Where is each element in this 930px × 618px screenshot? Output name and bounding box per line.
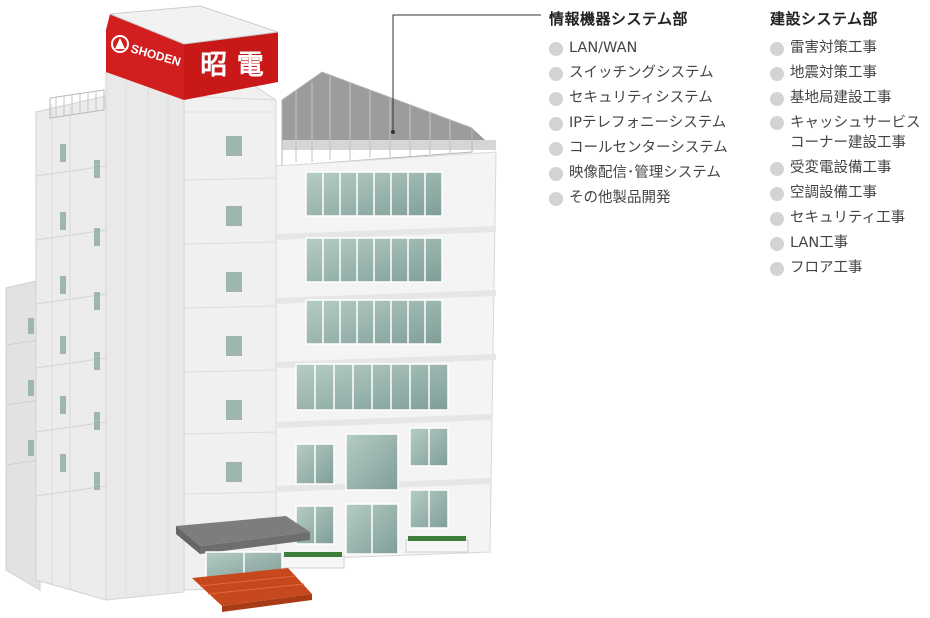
- info-equipment-title: 情報機器システム部: [549, 10, 689, 28]
- sign-kanji: 昭 電: [200, 50, 263, 81]
- list-item: 基地局建設工事: [770, 86, 930, 111]
- list-item: 空調設備工事: [770, 181, 930, 206]
- company-sign: SHODEN 昭 電: [106, 5, 279, 100]
- list-item: 雷害対策工事: [770, 36, 930, 61]
- tower: [105, 49, 277, 601]
- leader-line: [392, 14, 541, 132]
- list-item: キャッシュサービス コーナー建設工事: [770, 111, 930, 156]
- construction-title: 建設システム部: [770, 10, 879, 28]
- main-block: [275, 71, 497, 569]
- list-item: セキュリティ工事: [770, 206, 930, 231]
- list-item: コールセンターシステム: [549, 136, 749, 161]
- info-equipment-panel: 情報機器システム部 LAN/WAN スイッチングシステム セキュリティシステム …: [549, 8, 749, 211]
- list-item: 映像配信･管理システム: [549, 161, 749, 186]
- shoden-logo-icon: [111, 35, 129, 53]
- annex-wing: [5, 279, 41, 591]
- list-item: 受変電設備工事: [770, 156, 930, 181]
- list-item: 地震対策工事: [770, 61, 930, 86]
- list-item: IPテレフォニーシステム: [549, 111, 749, 136]
- list-item: フロア工事: [770, 256, 930, 281]
- left-wing: [35, 89, 107, 601]
- list-item: LAN工事: [770, 231, 930, 256]
- list-item: セキュリティシステム: [549, 86, 749, 111]
- construction-list: 雷害対策工事 地震対策工事 基地局建設工事 キャッシュサービス コーナー建設工事…: [770, 36, 930, 281]
- list-item: スイッチングシステム: [549, 61, 749, 86]
- construction-panel: 建設システム部 雷害対策工事 地震対策工事 基地局建設工事 キャッシュサービス …: [770, 8, 930, 281]
- list-item: LAN/WAN: [549, 36, 749, 61]
- entrance: [176, 516, 312, 612]
- list-item: その他製品開発: [549, 186, 749, 211]
- info-equipment-list: LAN/WAN スイッチングシステム セキュリティシステム IPテレフォニーシス…: [549, 36, 749, 211]
